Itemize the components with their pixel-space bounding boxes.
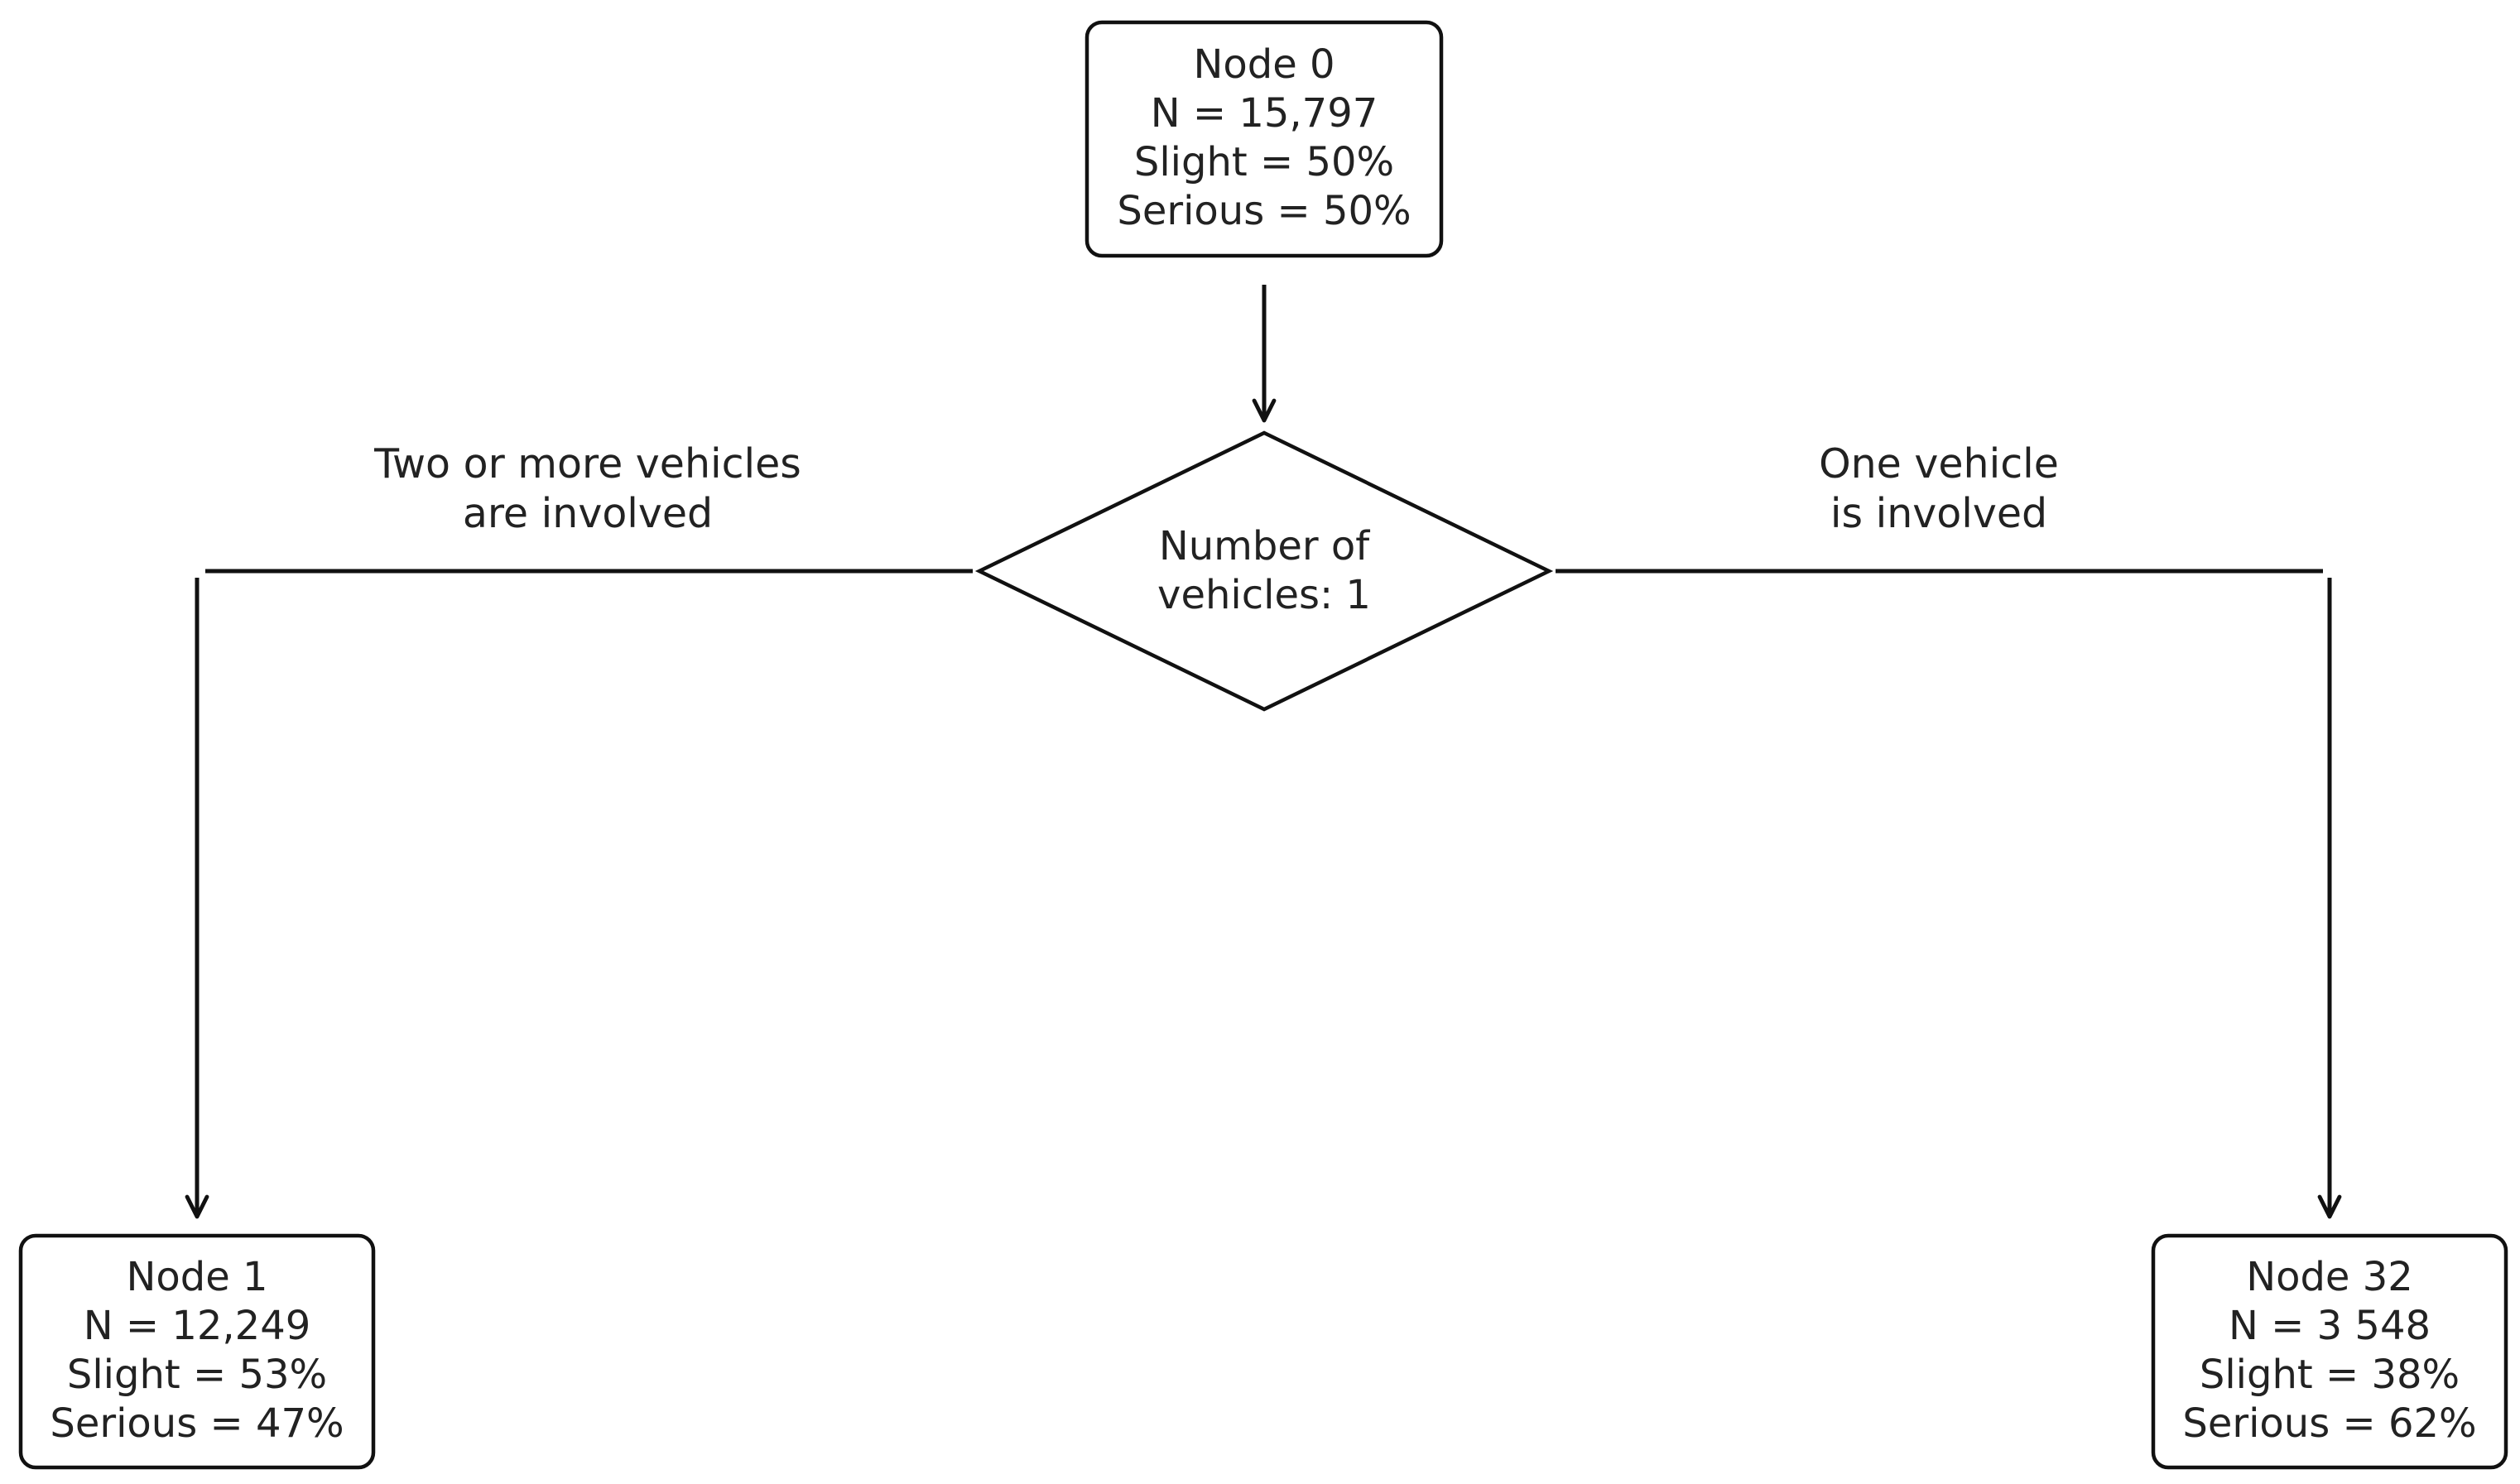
node-1-count: N = 12,249 bbox=[84, 1303, 311, 1349]
node-32-slight: Slight = 38% bbox=[2200, 1352, 2460, 1398]
node-1-serious: Serious = 47% bbox=[50, 1400, 344, 1447]
node-1-slight: Slight = 53% bbox=[67, 1352, 327, 1398]
decision-diamond: Number of vehicles: 1 bbox=[974, 430, 1554, 712]
node-0-serious: Serious = 50% bbox=[1117, 188, 1411, 234]
node-32-count: N = 3 548 bbox=[2229, 1303, 2431, 1349]
node-0-frame bbox=[1084, 20, 1444, 258]
left-branch-label-line-1: Two or more vehicles bbox=[373, 440, 801, 487]
left-branch-label-line-2: are involved bbox=[463, 490, 713, 537]
node-0-box: Node 0 N = 15,797 Slight = 50% Serious =… bbox=[1084, 20, 1444, 258]
node-1-frame bbox=[18, 1233, 376, 1470]
node-32-box: Node 32 N = 3 548 Slight = 38% Serious =… bbox=[2151, 1233, 2508, 1470]
right-branch-label-line-1: One vehicle bbox=[1819, 440, 2059, 487]
node-0-title: Node 0 bbox=[1193, 41, 1335, 88]
right-branch-label-line-2: is involved bbox=[1830, 490, 2047, 537]
node-0-slight: Slight = 50% bbox=[1134, 139, 1394, 185]
decision-label-line-1: Number of bbox=[1159, 523, 1370, 569]
node-1-box: Node 1 N = 12,249 Slight = 53% Serious =… bbox=[18, 1233, 376, 1470]
node-32-title: Node 32 bbox=[2246, 1254, 2413, 1300]
node-1-title: Node 1 bbox=[126, 1254, 267, 1300]
node-32-frame bbox=[2151, 1233, 2508, 1470]
decision-label-line-2: vehicles: 1 bbox=[1157, 572, 1371, 618]
decision-diamond-shape bbox=[974, 430, 1554, 712]
node-32-serious: Serious = 62% bbox=[2182, 1400, 2476, 1447]
node-0-count: N = 15,797 bbox=[1151, 90, 1378, 137]
